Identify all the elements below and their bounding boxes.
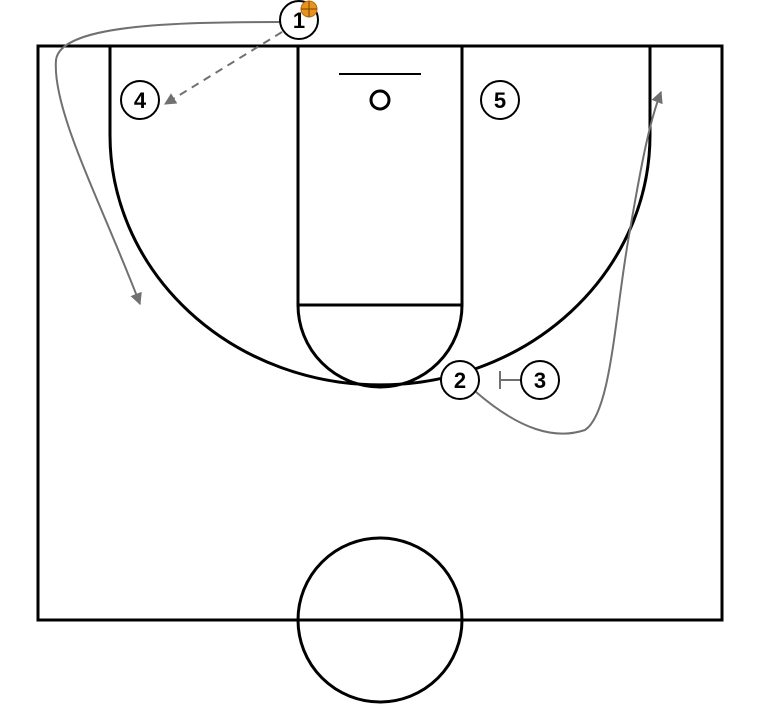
court-boundary [36,44,724,622]
free-throw-circle [296,304,464,389]
player-5: 5 [480,80,520,120]
player-4: 4 [120,80,160,120]
basketball-icon [300,0,318,18]
player-2: 2 [440,360,480,400]
svg-text:1: 1 [293,8,305,33]
rim [369,89,391,111]
cut-path-player-1 [54,21,283,306]
lane [296,44,464,307]
pass-arrow-1-to-4 [163,31,283,105]
three-point-line [108,46,652,387]
player-3: 3 [520,360,560,400]
cut-path-player-2 [475,90,663,435]
screen-icon [499,371,520,389]
center-circle [296,536,464,704]
svg-text:2: 2 [454,368,466,393]
svg-text:5: 5 [494,88,506,113]
svg-text:3: 3 [534,368,546,393]
svg-text:4: 4 [134,88,147,113]
